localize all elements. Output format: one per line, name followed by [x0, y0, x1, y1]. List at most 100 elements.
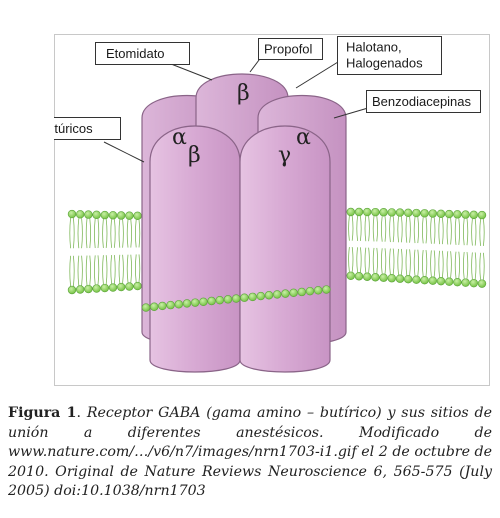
lipid-head-front	[273, 290, 282, 299]
figure-caption: Figura 1. Receptor GABA (gama amino – bu…	[8, 404, 492, 502]
label-beta-front: β	[188, 143, 201, 168]
caption-separator: .	[76, 405, 87, 421]
lipid-head-front	[248, 292, 257, 302]
lipid-tail	[413, 249, 419, 276]
lipid-head-upper	[125, 211, 134, 220]
lipid-head-front	[281, 289, 290, 298]
lipid-head-lower	[133, 281, 142, 291]
leader-barbituricos	[103, 141, 145, 163]
lipid-head-lower	[125, 282, 134, 291]
lipid-head-front	[264, 291, 274, 300]
lipid-head-upper	[84, 210, 93, 219]
lipid-tail	[422, 217, 428, 244]
callout-barbituricos: Barbitúricos	[54, 117, 121, 140]
cell-membrane-front	[141, 285, 331, 312]
lipid-tail	[110, 254, 116, 284]
lipid-tail	[405, 249, 411, 276]
lipid-head-upper	[461, 210, 470, 219]
lipid-head-lower	[445, 277, 454, 286]
lipid-head-front	[240, 293, 249, 302]
lipid-head-upper	[108, 211, 118, 220]
lipid-head-front	[166, 300, 175, 310]
lipid-head-upper	[346, 207, 355, 217]
lipid-tail	[381, 248, 387, 274]
lipid-tail	[126, 219, 132, 248]
lipid-head-front	[256, 291, 265, 301]
lipid-tail	[372, 215, 378, 242]
caption-label: Figura 1	[8, 405, 77, 421]
lipid-head-lower	[379, 273, 388, 282]
lipid-head-front	[322, 285, 331, 294]
lipid-tail	[94, 218, 100, 249]
svg-text:Halotano,: Halotano,	[346, 40, 402, 55]
label-gamma-front: γ	[278, 143, 291, 168]
lipid-head-front	[232, 294, 241, 303]
lipid-head-lower	[363, 272, 372, 281]
lipid-head-lower	[420, 275, 429, 285]
lipid-head-lower	[428, 276, 437, 285]
lipid-head-upper	[469, 210, 478, 220]
lipid-tail	[381, 216, 387, 242]
lipid-head-front	[191, 298, 200, 307]
lipid-tail	[479, 252, 485, 280]
svg-text:Halogenados: Halogenados	[346, 56, 423, 71]
lipid-tail	[389, 248, 395, 275]
lipid-tail	[463, 251, 469, 279]
lipid-tail	[422, 250, 428, 277]
lipid-tail	[389, 216, 395, 243]
lipid-head-upper	[428, 209, 437, 218]
lipid-tail	[405, 216, 411, 243]
lipid-head-lower	[354, 272, 364, 281]
lipid-head-front	[199, 297, 208, 307]
lipid-head-upper	[436, 209, 446, 219]
lipid-head-lower	[436, 276, 446, 286]
lipid-head-lower	[116, 282, 126, 292]
lipid-tail	[110, 219, 116, 248]
lipid-head-upper	[477, 210, 487, 220]
lipid-head-front	[314, 286, 323, 295]
lipid-tail	[102, 218, 108, 248]
label-alpha-right: α	[296, 125, 311, 150]
lipid-tail	[397, 248, 403, 275]
lipid-head-upper	[133, 211, 142, 221]
callout-halotano: Halotano, Halogenados	[337, 36, 442, 75]
lipid-tail	[348, 247, 354, 272]
lipid-tail	[446, 251, 452, 278]
lipid-tail	[77, 218, 83, 249]
lipid-tail	[102, 255, 108, 285]
lipid-head-upper	[453, 210, 462, 219]
lipid-head-lower	[75, 285, 85, 294]
callout-propofol: Propofol	[258, 38, 323, 60]
lipid-tail	[364, 247, 370, 273]
lipid-tail	[135, 219, 141, 248]
lipid-tail	[94, 255, 100, 285]
lipid-tail	[85, 218, 91, 249]
svg-text:Barbitúricos: Barbitúricos	[54, 121, 93, 136]
lipid-head-lower	[84, 284, 93, 294]
label-alpha-left: α	[172, 125, 187, 150]
lipid-head-lower	[453, 277, 462, 287]
lipid-head-upper	[412, 208, 421, 218]
lipid-head-upper	[363, 207, 372, 217]
lipid-head-upper	[395, 208, 405, 217]
lipid-head-front	[305, 286, 315, 296]
lipid-tail	[471, 252, 477, 280]
lipid-head-upper	[116, 211, 126, 220]
lipid-tail	[430, 217, 436, 244]
leader-halotano	[295, 61, 339, 89]
lipid-tail	[454, 218, 460, 245]
lipid-tail	[348, 215, 354, 241]
lipid-head-front	[207, 296, 216, 306]
lipid-tail	[413, 216, 419, 244]
leader-benzodiacepinas	[333, 107, 369, 119]
lipid-tail	[479, 218, 485, 246]
lipid-head-lower	[92, 284, 101, 293]
gaba-receptor-diagram: α β α β γ Etomidato Propofol Halotano, H…	[54, 34, 490, 386]
lipid-tail	[356, 215, 362, 241]
lipid-head-lower	[412, 275, 421, 284]
lipid-head-lower	[477, 279, 487, 288]
lipid-tail	[118, 254, 124, 284]
svg-text:Propofol: Propofol	[264, 42, 313, 57]
lipid-head-upper	[92, 210, 101, 220]
lipid-head-lower	[395, 274, 405, 283]
